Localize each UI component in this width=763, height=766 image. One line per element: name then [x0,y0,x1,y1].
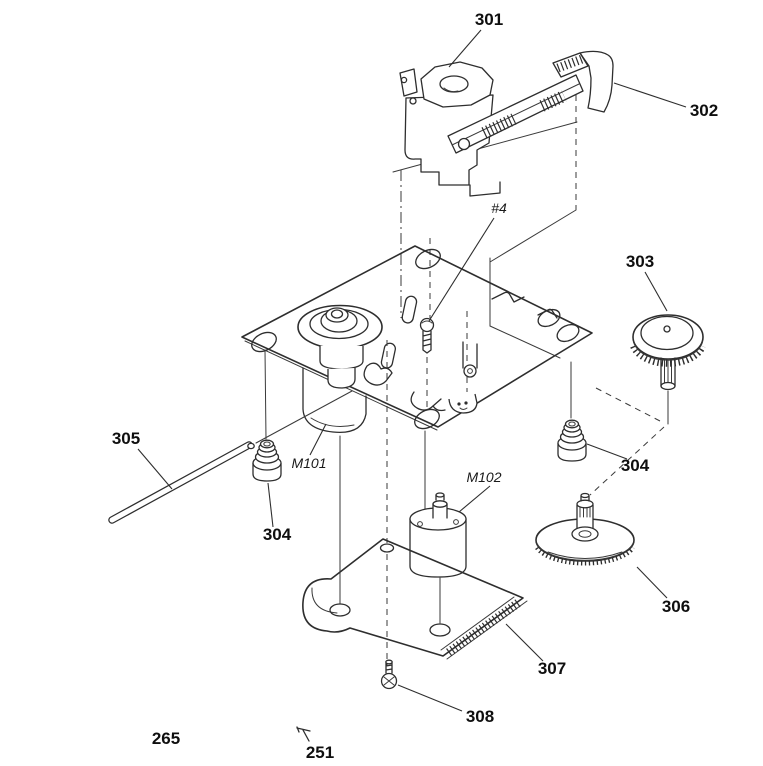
gear-teeth [630,344,706,367]
screw-4 [419,317,435,411]
callout-302: 302 [690,101,718,120]
alignment-frame-lines [392,95,578,392]
pickup-body [404,94,494,186]
pickup-lens [439,75,469,93]
motor-m102 [409,492,467,578]
callout-304-left: 304 [263,525,292,544]
screw-251 [296,726,311,742]
clip [491,291,525,303]
flex-connector-fingers [556,54,584,73]
grommet-right [557,419,587,462]
callout-251: 251 [306,743,334,762]
gear-shaft [660,357,676,387]
rack-teeth [539,90,567,112]
pickup-mount-tab [399,68,418,97]
callout-304-right: 304 [621,456,650,475]
gear-bracket [448,393,478,414]
pulley [535,492,635,566]
motor-shaft [432,503,448,519]
callout-308: 308 [466,707,494,726]
callout-307: 307 [538,659,566,678]
screw-308 [380,659,398,690]
base-plate [302,538,528,660]
plate-outline [241,245,593,428]
callout-265: 265 [152,729,180,748]
pulley-teeth [535,544,635,566]
turntable [297,304,383,389]
grommet-left [252,439,282,482]
rack-pinion-hole [457,137,471,151]
motor-body [409,518,467,578]
callout-306: 306 [662,597,690,616]
rack-teeth [481,113,517,139]
lead-shaft [108,390,353,524]
assembly-centerlines [339,340,441,666]
base-plate-outline [302,538,524,657]
callout-screw4: #4 [491,200,507,216]
callout-303: 303 [626,252,654,271]
flex-cable [552,50,614,113]
callout-m102: M102 [466,469,501,485]
callout-301: 301 [475,10,503,29]
mechanism-plate [241,245,593,434]
cam-lever [363,362,393,386]
optical-pickup-assembly [399,61,584,197]
base-edge-rack [445,599,521,657]
callout-labels: 301 302 303 #4 304 305 M101 304 M102 306… [112,10,718,762]
cam-lever [410,391,442,411]
turntable-pedestal [319,346,364,370]
leader-lines [137,29,687,712]
flex-ribbon [579,50,614,113]
gear-disc [632,314,704,360]
clip [537,308,558,319]
callout-305: 305 [112,429,140,448]
guide-slot [401,295,418,324]
gear [589,314,706,496]
callout-m101: M101 [291,455,326,471]
guide-slot [380,342,396,369]
